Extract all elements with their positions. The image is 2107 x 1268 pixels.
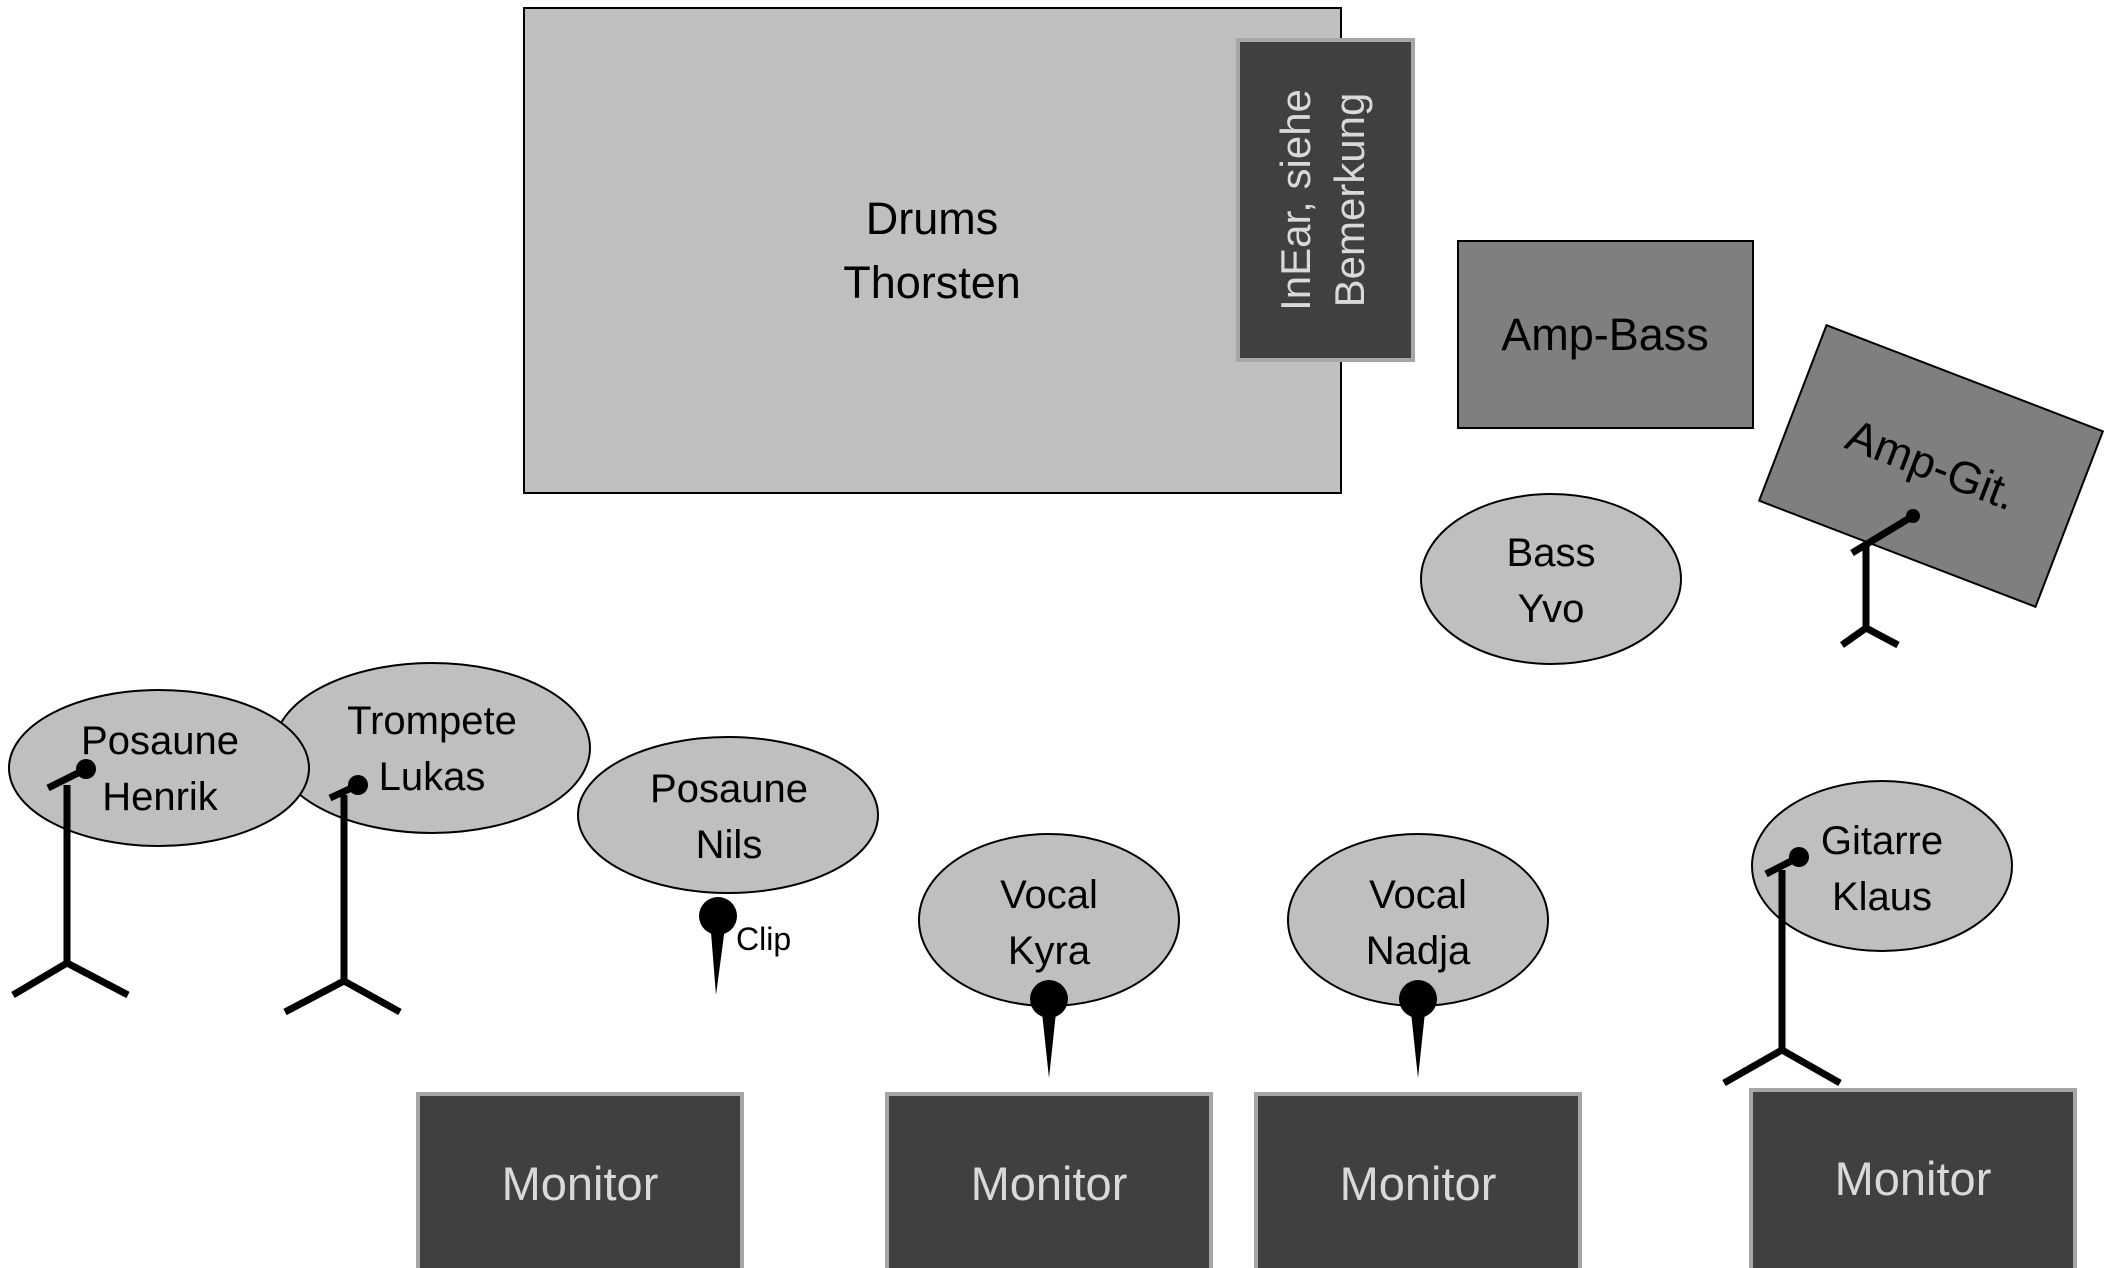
kyra-mic	[1030, 980, 1068, 1078]
monitor-3: Monitor	[1254, 1092, 1582, 1268]
gitarre-klaus-instrument-label: Gitarre	[1821, 819, 1943, 863]
monitor-4-label: Monitor	[1835, 1152, 1992, 1205]
monitor-4: Monitor	[1749, 1088, 2077, 1268]
amp-bass-label: Amp-Bass	[1501, 309, 1709, 360]
gitarre-klaus-player-label: Klaus	[1832, 875, 1932, 919]
drums-label: Drums	[866, 193, 999, 244]
inear-box: InEar, siehe Bemerkung	[1236, 38, 1415, 362]
drums-player-label: Thorsten	[843, 257, 1021, 308]
bass-player: Bass Yvo	[1420, 493, 1682, 665]
amp-bass: Amp-Bass	[1457, 240, 1754, 429]
inear-label: InEar, siehe	[1272, 89, 1319, 311]
bass-instrument-label: Bass	[1507, 531, 1596, 575]
posaune-henrik-instrument-label: Posaune	[81, 719, 239, 763]
posaune-henrik-player-label: Henrik	[102, 775, 219, 819]
nadja-mic	[1399, 980, 1437, 1078]
clip-label: Clip	[736, 921, 791, 957]
posaune-nils-player-label: Nils	[696, 823, 763, 867]
inear-note-label: Bemerkung	[1326, 93, 1373, 308]
clip-mic: Clip	[699, 897, 791, 995]
vocal-nadja-instrument-label: Vocal	[1369, 873, 1467, 917]
drums-riser: Drums Thorsten	[523, 7, 1342, 494]
vocal-kyra-player: Vocal Kyra	[918, 833, 1180, 1007]
bass-player-label: Yvo	[1518, 587, 1585, 631]
monitor-2-label: Monitor	[971, 1157, 1128, 1210]
monitor-2: Monitor	[885, 1092, 1213, 1268]
vocal-kyra-player-label: Kyra	[1008, 929, 1091, 973]
henrik-mic-stand	[11, 759, 130, 999]
vocal-kyra-instrument-label: Vocal	[1000, 873, 1098, 917]
posaune-henrik-player: Posaune Henrik	[8, 689, 310, 847]
trompete-player: Trompete Lukas	[273, 662, 591, 834]
monitor-1-label: Monitor	[502, 1157, 659, 1210]
amp-git: Amp-Git.	[1757, 323, 2105, 609]
vocal-nadja-player-label: Nadja	[1366, 929, 1471, 973]
monitor-3-label: Monitor	[1340, 1157, 1497, 1210]
lukas-mic-stand	[283, 775, 402, 1016]
monitor-1: Monitor	[416, 1092, 744, 1268]
gitarre-klaus-player: Gitarre Klaus	[1751, 780, 2013, 952]
posaune-nils-instrument-label: Posaune	[650, 767, 808, 811]
trompete-instrument-label: Trompete	[347, 699, 517, 743]
posaune-nils-player: Posaune Nils	[577, 736, 879, 894]
vocal-nadja-player: Vocal Nadja	[1287, 833, 1549, 1007]
amp-git-mic-stand	[1839, 509, 1920, 649]
trompete-player-label: Lukas	[379, 755, 486, 799]
klaus-mic-stand	[1722, 847, 1842, 1087]
